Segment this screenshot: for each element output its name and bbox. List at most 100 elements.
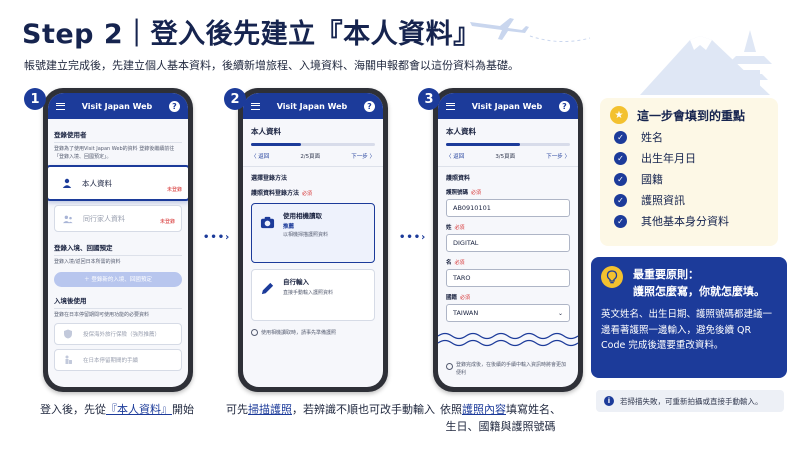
help-icon[interactable]: ? [168,100,180,112]
procedures-label: 在日本停留期間的手續 [83,358,139,364]
passport-number-label-text: 護照號碼 [446,190,469,196]
required-tag: 必須 [460,295,471,301]
surname-label-text: 姓 [446,225,452,231]
surname-value: DIGITAL [453,239,479,247]
phone-step-3: Visit Japan Web ? 本人資料 〈 返回 3/5頁面 下一步 〉 … [433,88,583,392]
caption-step-2: 可先掃描護照，若辨識不順也可改手動輸入 [226,401,435,418]
principle-header: 最重要原則： 護照怎麼寫，你就怎麼填。 [601,266,777,300]
caption-highlight: 護照內容 [462,403,506,416]
lightbulb-icon [601,266,623,288]
page-title: Step 2｜登入後先建立『本人資料』 [22,19,481,50]
key-field-item: ✓ 其他基本身分資料 [610,213,768,229]
status-badge: 未登錄 [166,187,182,193]
caption-text: 填寫姓名、 [506,403,561,416]
caption-text: 可先 [226,403,248,416]
surname-input[interactable]: DIGITAL [446,234,570,252]
completion-note: 登錄完成後，在後續的手續中輸入資訊時將會更加便利 [446,362,570,377]
caption-text: 開始 [172,403,194,416]
key-fields-title: 這一步會填到的重點 [637,108,746,123]
principle-title-line1: 最重要原則： [633,268,699,281]
hamburger-menu-icon[interactable] [446,102,455,110]
phone-step-1: Visit Japan Web ? 登錄使用者 登錄為了使用Visit Japa… [43,88,193,392]
key-field-item: ✓姓名 [610,129,768,145]
passport-number-input[interactable]: AB0910101 [446,199,570,217]
app-bar: Visit Japan Web ? [438,93,578,119]
status-badge: 未登錄 [159,219,175,225]
app-title: Visit Japan Web [81,101,153,111]
page-indicator: 2/5頁面 [300,154,321,160]
key-fields-panel: ★ 這一步會填到的重點 ✓姓名 ✓出生年月日 ✓ 國籍 ✓護照資訊 ✓ 其他基本身分資… [600,98,778,246]
add-trip-button[interactable]: ＋ 登錄新的入境、回國預定 [54,271,182,287]
flow-arrow-icon: •••› [203,232,231,243]
pencil-icon [261,282,274,295]
method-label-text: 護照資料登錄方法 [251,190,300,197]
step-badge-2: 2 [224,88,246,110]
hamburger-menu-icon[interactable] [251,102,260,110]
flow-arrow-icon: •••› [399,232,427,243]
camera-option-desc: 以相機掃描護照資料 [283,231,329,238]
completion-note-text: 登錄完成後，在後續的手續中輸入資訊時將會更加便利 [456,362,567,376]
caption-text: ，若辨識不順也可改手動輸入 [292,403,435,416]
hamburger-menu-icon[interactable] [56,102,65,110]
next-link[interactable]: 下一步 〉 [351,154,375,160]
caption-highlight: 掃描護照 [248,403,292,416]
principle-title-line2: 護照怎麼寫，你就怎麼填。 [633,285,765,299]
self-profile-label: 本人資料 [82,178,112,188]
caption-step-1: 登入後，先從『本人資料』開始 [40,401,194,418]
divider [438,166,578,167]
phone-step-2: Visit Japan Web ? 本人資料 〈 返回 2/5頁面 下一步 〉 … [238,88,388,392]
companion-profile-label: 同行家人資料 [83,214,125,223]
progress-bar [251,143,375,146]
section-title: 選擇登錄方法 [251,175,288,182]
help-icon[interactable]: ? [558,100,570,112]
screen-title: 本人資料 [251,127,281,136]
companion-profile-card[interactable]: 同行家人資料 未登錄 [54,205,182,232]
check-icon: ✓ [614,214,627,228]
pager: 〈 返回 2/5頁面 下一步 〉 [251,152,375,160]
shield-icon [64,329,72,339]
key-field-label: 姓名 [641,131,663,144]
manual-option-title: 自行輸入 [283,278,309,286]
key-field-label: 國籍 [641,173,663,186]
camera-note-text: 使用相機讀取時，請事先準備護照 [261,330,337,336]
nationality-value: TAIWAN [453,309,479,317]
key-field-item: ✓出生年月日 [610,150,768,166]
help-icon[interactable]: ? [363,100,375,112]
camera-scan-option[interactable]: 使用相機讀取 推薦 以相機掃描護照資料 [251,203,375,263]
back-link[interactable]: 〈 返回 [251,154,270,160]
phone-screen: Visit Japan Web ? 登錄使用者 登錄為了使用Visit Japa… [48,93,188,387]
progress-bar [446,143,570,146]
pager: 〈 返回 3/5頁面 下一步 〉 [446,152,570,160]
passport-number-label: 護照號碼必須 [446,188,570,196]
app-title: Visit Japan Web [276,101,348,111]
given-name-value: TARO [453,274,471,282]
divider [243,166,383,167]
section-description: 登錄為了使用Visit Japan Web的資料 登錄後繼續前往「登錄入境、回國… [54,146,175,160]
key-field-item: ✓護照資訊 [610,192,768,208]
progress-fill [446,143,521,146]
procedures-card[interactable]: 在日本停留期間的手續 [54,349,182,371]
person-icon [62,178,72,188]
given-name-input[interactable]: TARO [446,269,570,287]
manual-option-desc: 直接手動輸入護照資料 [283,289,334,296]
principle-body: 英文姓名、出生日期、護照號碼都建議一邊看著護照一邊輸入，避免後續 QR Code… [601,309,773,352]
given-name-label: 名必須 [446,258,570,266]
mount-fuji-icon [640,36,770,95]
caption-text: 登入後，先從 [40,403,106,416]
nationality-select[interactable]: TAIWAN⌄ [446,304,570,322]
principle-panel: 最重要原則： 護照怎麼寫，你就怎麼填。 英文姓名、出生日期、護照號碼都建議一邊看… [591,257,787,378]
screen-title: 本人資料 [446,127,476,136]
self-profile-card[interactable]: 本人資料 未登錄 [48,165,188,201]
next-link[interactable]: 下一步 〉 [546,154,570,160]
key-field-label: 其他基本身分資料 [641,215,729,228]
back-link[interactable]: 〈 返回 [446,154,465,160]
star-icon: ★ [610,106,628,124]
caption-text: 生日、國籍與護照號碼 [445,420,556,434]
progress-fill [251,143,301,146]
app-bar: Visit Japan Web ? [243,93,383,119]
insurance-card[interactable]: 投保海外旅行保險（強烈推薦） [54,323,182,345]
manual-input-option[interactable]: 自行輸入 直接手動輸入護照資料 [251,269,375,321]
required-tag: 必須 [471,190,482,196]
required-tag: 必須 [454,260,465,266]
